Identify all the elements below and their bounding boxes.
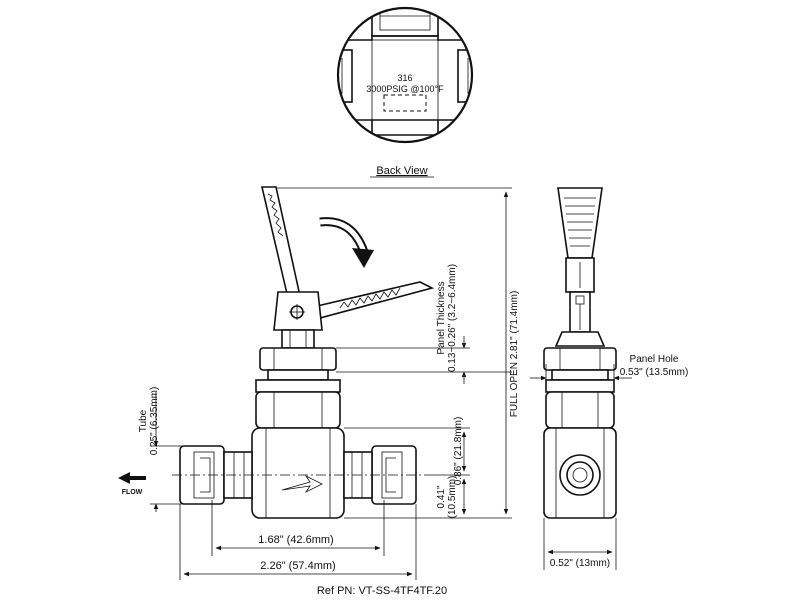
- side-dimensions: [530, 364, 632, 570]
- tube-size-label: 0.25" (6.35mm): [149, 387, 160, 456]
- front-view: [172, 186, 435, 519]
- back-view-title: Back View: [376, 165, 427, 177]
- back-view-detail: 316 3000PSIG @100°F: [336, 6, 474, 144]
- back-view-rating: 3000PSIG @100°F: [366, 84, 444, 94]
- port-spacing-label: 1.68" (42.6mm): [258, 534, 333, 546]
- height-center-label: 0.41": [436, 485, 447, 508]
- panel-hole-label: Panel Hole: [630, 354, 679, 365]
- overall-length-label: 2.26" (57.4mm): [260, 560, 335, 572]
- flow-arrow-icon: [118, 472, 146, 484]
- tube-label: Tube: [138, 409, 149, 432]
- height-body-label: 0.86" (21.8mm): [453, 417, 464, 486]
- panel-thickness-value: 0.13~0.26" (3.2~6.4mm): [447, 264, 458, 372]
- full-open-label: FULL OPEN 2.81" (71.4mm): [509, 291, 520, 418]
- width-label: 0.52" (13mm): [550, 558, 610, 569]
- rotation-arrow-icon: [319, 217, 374, 268]
- back-view-material: 316: [397, 73, 412, 83]
- panel-thickness-label: Panel Thickness: [436, 281, 447, 354]
- ref-pn-label: Ref PN: VT-SS-4TF4TF.20: [317, 585, 447, 597]
- flow-label: FLOW: [122, 489, 143, 496]
- front-dimensions: [150, 187, 512, 580]
- height-center-mm-label: (10.5mm): [447, 476, 458, 519]
- panel-hole-value: 0.53" (13.5mm): [620, 367, 689, 378]
- side-view: [543, 187, 617, 519]
